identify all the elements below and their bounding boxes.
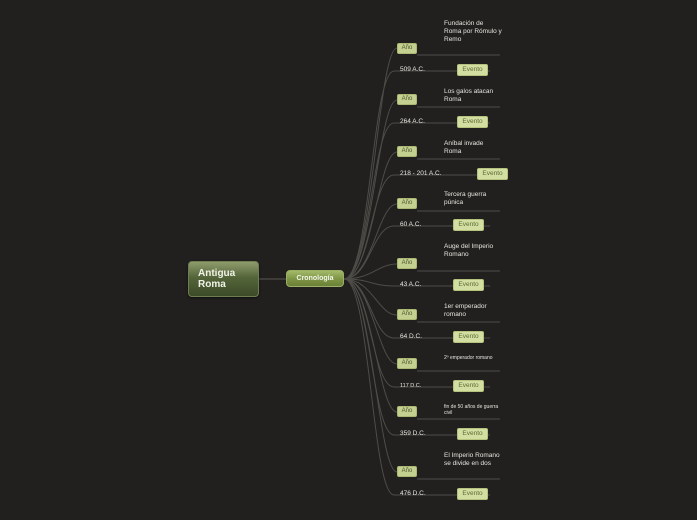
date-link xyxy=(343,174,395,280)
year-link xyxy=(343,278,398,316)
event-node[interactable]: Evento xyxy=(457,64,488,76)
event-description: 2º emperador romano xyxy=(444,355,493,361)
year-link xyxy=(343,47,398,280)
event-description: Los galos atacan Roma xyxy=(444,88,494,104)
date-link xyxy=(343,278,395,339)
event-node[interactable]: Evento xyxy=(453,219,484,231)
year-link xyxy=(343,278,398,365)
root-node[interactable]: Antigua Roma xyxy=(188,261,259,297)
year-node[interactable]: Año xyxy=(397,94,417,105)
year-node[interactable]: Año xyxy=(397,198,417,209)
event-node[interactable]: Evento xyxy=(457,116,488,128)
date-label[interactable]: 359 D.C. xyxy=(400,430,426,437)
year-node[interactable]: Año xyxy=(397,43,417,54)
branch-node-cronologia[interactable]: Cronología xyxy=(286,270,344,287)
year-node[interactable]: Año xyxy=(397,406,417,417)
year-link xyxy=(343,278,398,413)
year-node[interactable]: Año xyxy=(397,466,417,477)
year-node[interactable]: Año xyxy=(397,258,417,269)
date-label[interactable]: 60 A.C. xyxy=(400,221,422,228)
date-label[interactable]: 509 A.C. xyxy=(400,66,425,73)
date-label[interactable]: 117 D.C. xyxy=(400,383,422,389)
event-description: Aníbal invade Roma xyxy=(444,140,484,156)
date-label[interactable]: 43 A.C. xyxy=(400,281,422,288)
date-link xyxy=(343,225,395,280)
date-label[interactable]: 64 D.C. xyxy=(400,333,423,340)
event-description: El Imperio Romano se divide en dos xyxy=(444,452,500,468)
year-link xyxy=(343,263,398,280)
event-description: 1er emperador romano xyxy=(444,303,487,319)
year-node[interactable]: Año xyxy=(397,309,417,320)
year-link xyxy=(343,203,398,280)
event-node[interactable]: Evento xyxy=(453,279,484,291)
event-description: Fundación de Roma por Rómulo y Remo xyxy=(444,20,502,44)
date-link xyxy=(343,278,395,388)
year-node[interactable]: Año xyxy=(397,146,417,157)
event-description: fin de 50 años de guerra civil xyxy=(444,404,499,417)
date-label[interactable]: 264 A.C. xyxy=(400,118,425,125)
event-node[interactable]: Evento xyxy=(457,488,488,500)
date-link xyxy=(343,278,395,496)
year-node[interactable]: Año xyxy=(397,358,417,369)
date-label[interactable]: 218 - 201 A.C. xyxy=(400,170,442,177)
event-description: Tercera guerra púnica xyxy=(444,191,487,207)
event-node[interactable]: Evento xyxy=(453,380,484,392)
event-node[interactable]: Evento xyxy=(477,168,508,180)
event-node[interactable]: Evento xyxy=(457,428,488,440)
date-link xyxy=(343,70,395,280)
event-description: Auge del Imperio Romano xyxy=(444,243,494,259)
date-link xyxy=(343,278,395,436)
date-label[interactable]: 476 D.C. xyxy=(400,490,426,497)
date-link xyxy=(343,278,395,287)
event-node[interactable]: Evento xyxy=(453,331,484,343)
date-link xyxy=(343,122,395,280)
